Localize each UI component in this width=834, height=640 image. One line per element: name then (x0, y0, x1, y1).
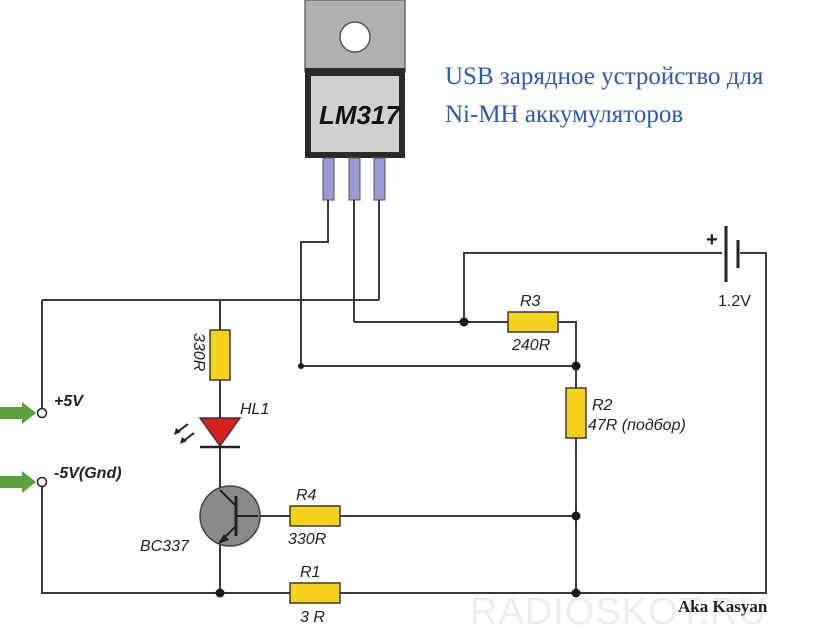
resistor-r1: R1 3 R (289, 564, 341, 626)
regulator-label: LM317 (319, 100, 401, 130)
r2-value: 47R (подбор) (588, 417, 686, 434)
junction-dot (571, 511, 581, 521)
resistor-r3: R3 240R (507, 293, 559, 354)
regulator-pin-in (373, 157, 386, 201)
regulator-pin-adj (322, 157, 335, 201)
transistor-name: BC337 (140, 538, 190, 555)
resistor-r4: R4 330R (288, 487, 341, 548)
regulator-face (311, 76, 399, 152)
regulator-mounting-hole (339, 21, 371, 53)
battery-voltage-label: 1.2V (718, 293, 751, 310)
regulator-pin-out (348, 157, 361, 201)
junctions (215, 317, 581, 598)
r4-name: R4 (296, 487, 317, 504)
lm317-regulator: LM317 (304, 0, 406, 201)
input-negative-label: -5V(Gnd) (54, 465, 122, 482)
watermark: RADIOSKOT.RU (470, 591, 767, 633)
led-name: HL1 (240, 401, 269, 418)
r1-name: R1 (300, 564, 320, 581)
transistor-bc337: BC337 (140, 485, 261, 555)
led-resistor-value: 330R (190, 333, 207, 372)
r4-value: 330R (288, 531, 327, 548)
author-signature: Aka Kasyan (678, 597, 768, 616)
input-negative: -5V(Gnd) (0, 465, 122, 493)
r1-value: 3 R (300, 609, 325, 626)
battery-plus-sign: + (706, 229, 718, 251)
junction-dot (215, 588, 225, 598)
r3-value: 240R (511, 337, 551, 354)
r2-name: R2 (592, 397, 613, 414)
battery: + 1.2V (706, 226, 751, 310)
junction-dot (459, 317, 469, 327)
junction-dot (298, 363, 304, 369)
resistor-r2: R2 47R (подбор) (565, 387, 686, 439)
junction-dot (571, 361, 581, 371)
input-positive-label: +5V (54, 393, 84, 410)
junction-dot (571, 588, 581, 598)
input-positive: +5V (0, 393, 84, 424)
wires (41, 200, 767, 594)
resistor-led: 330R (190, 329, 231, 381)
title-line-2: Ni-MH аккумуляторов (445, 101, 683, 128)
title-line-1: USB зарядное устройство для (445, 63, 764, 90)
led-hl1: HL1 (174, 401, 269, 449)
r3-name: R3 (520, 293, 541, 310)
